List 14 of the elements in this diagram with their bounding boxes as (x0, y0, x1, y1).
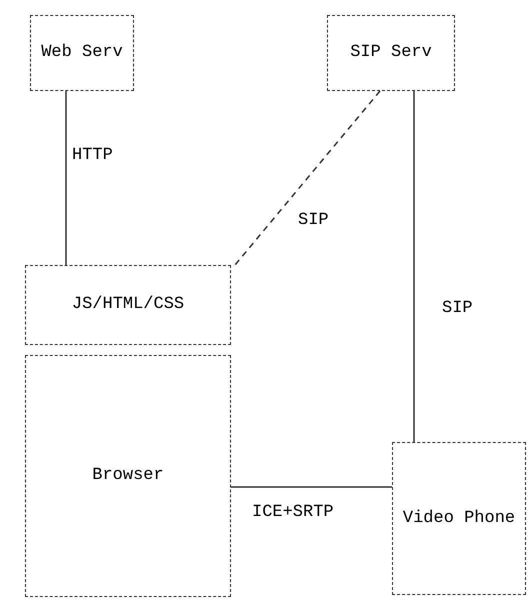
node-label: Browser (91, 465, 165, 488)
node-label: JS/HTML/CSS (70, 294, 186, 316)
process-box (30, 15, 134, 91)
process-box (327, 15, 455, 91)
node-label: Video Phone (402, 508, 516, 530)
node-label: SIP Serv (349, 42, 433, 64)
connector-line (231, 486, 392, 488)
process-box (25, 355, 231, 597)
process-box (25, 265, 231, 345)
connector-line (65, 91, 67, 265)
process-box (392, 442, 526, 595)
connector-line (413, 91, 415, 442)
node-label: Web Serv (40, 42, 124, 64)
connector-line (234, 90, 381, 266)
